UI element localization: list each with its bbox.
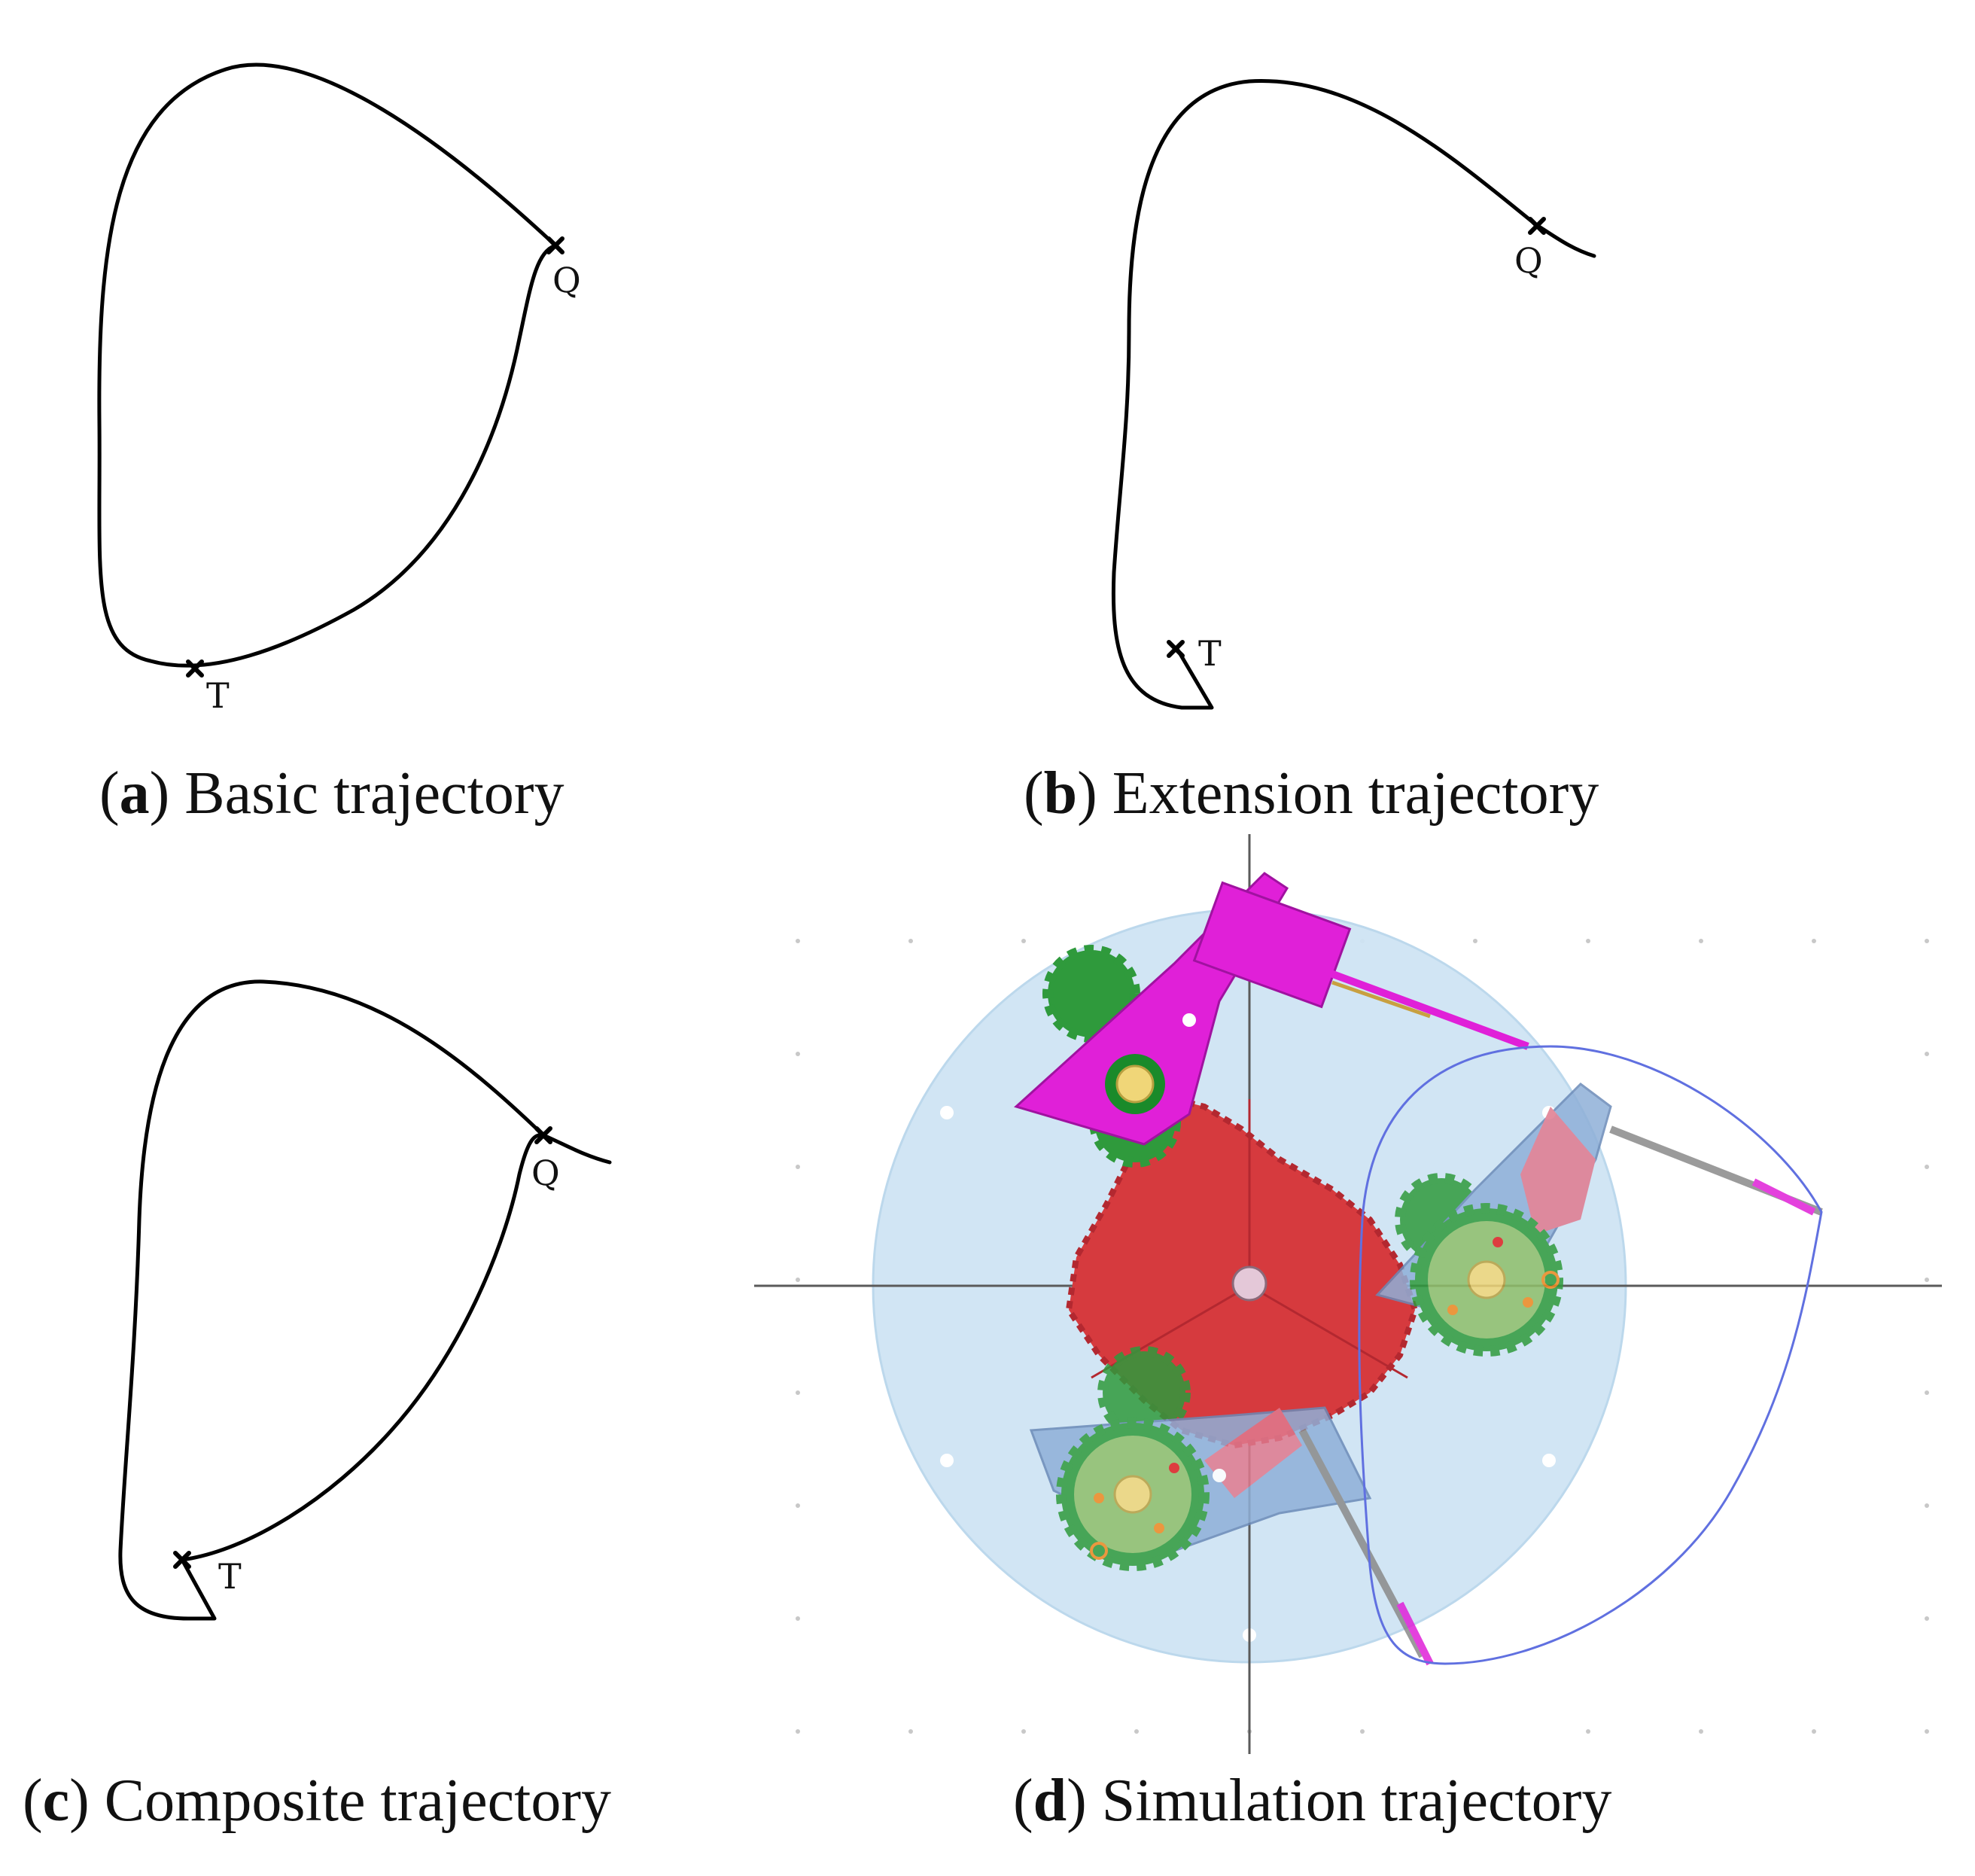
caption-c-text: Composite trajectory	[105, 1768, 611, 1834]
caption-a: (a) Basic trajectory	[99, 760, 565, 827]
right-arm-translucent	[1375, 1083, 1823, 1357]
point-q-label: Q	[531, 1153, 560, 1193]
caption-d: (d) Simulation trajectory	[1013, 1768, 1611, 1834]
point-q-marker	[1528, 217, 1546, 235]
point-t-label: T	[1198, 633, 1222, 674]
upper-arm-magenta	[1014, 872, 1529, 1168]
point-t-marker	[1167, 640, 1185, 658]
basic-trajectory-curve	[97, 62, 558, 668]
point-q-label: Q	[552, 260, 581, 300]
point-t-marker	[186, 659, 204, 678]
caption-d-text: Simulation trajectory	[1102, 1768, 1612, 1834]
disc-mount-holes	[940, 1106, 1556, 1642]
lower-arm-translucent	[1029, 1346, 1434, 1666]
point-t-label: T	[206, 675, 230, 716]
caption-b-text: Extension trajectory	[1112, 760, 1599, 827]
caption-b-letter: b	[1044, 760, 1078, 827]
panel-c: Q T (c) Composite trajectory	[23, 979, 612, 1834]
background-grid-dots	[796, 939, 1929, 1734]
caption-d-letter: d	[1033, 1768, 1067, 1834]
point-q-label: Q	[1514, 240, 1543, 281]
composite-trajectory-curve	[118, 979, 612, 1621]
panel-b: Q T (b) Extension trajectory	[1024, 79, 1599, 827]
point-t-marker	[173, 1551, 191, 1569]
point-q-marker	[546, 236, 565, 254]
caption-c: (c) Composite trajectory	[23, 1768, 611, 1834]
panel-d: (d) Simulation trajectory	[754, 834, 1942, 1834]
caption-a-letter: a	[120, 760, 150, 827]
extension-trajectory-curve	[1111, 79, 1596, 710]
point-q-marker	[534, 1126, 552, 1144]
caption-a-text: Basic trajectory	[184, 760, 564, 827]
simulation-trajectory-curve	[1358, 1045, 1823, 1665]
point-t-label: T	[218, 1556, 242, 1597]
panel-a: Q T (a) Basic trajectory	[97, 62, 581, 827]
caption-c-letter: c	[43, 1768, 70, 1834]
caption-b: (b) Extension trajectory	[1024, 760, 1599, 827]
